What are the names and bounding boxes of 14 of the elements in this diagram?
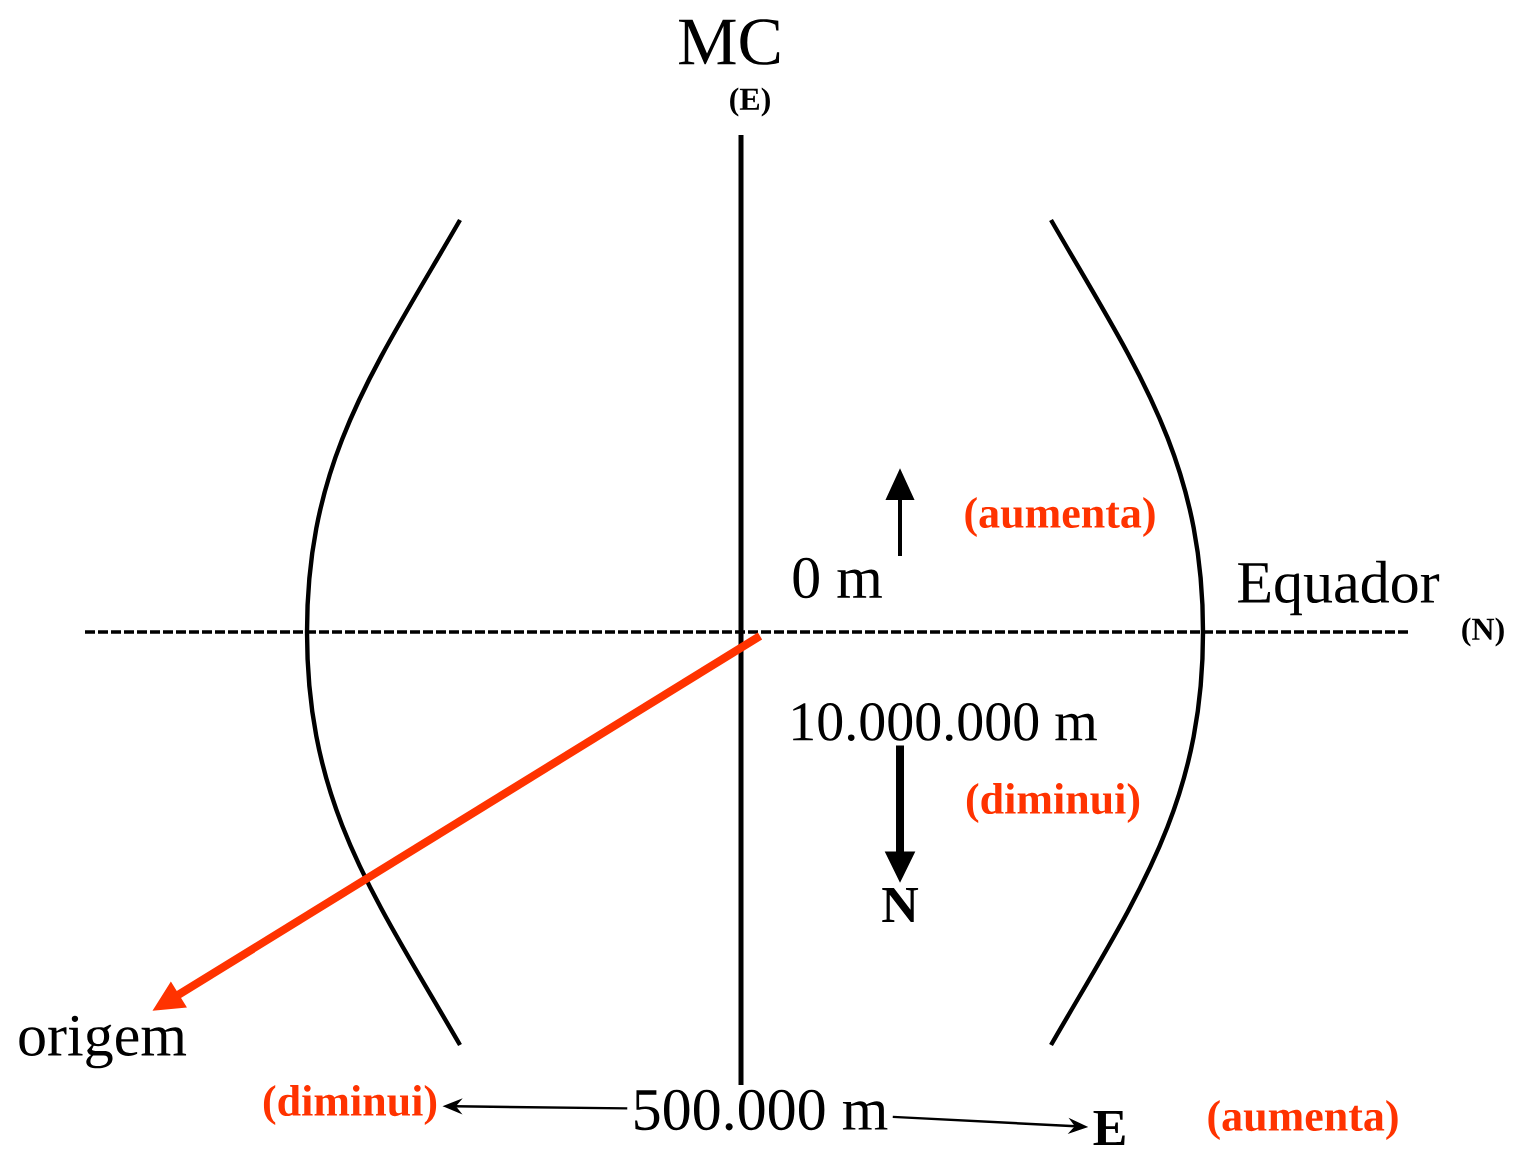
text-label: (aumenta) (1208, 1100, 1398, 1140)
text-label: 500.000 m (635, 1089, 888, 1131)
text-label: E (1093, 1111, 1125, 1146)
text-label: Equador (1238, 560, 1440, 616)
text-label: (diminui) (966, 783, 1140, 823)
text-label: MC (679, 19, 780, 65)
text-label: (aumenta) (965, 497, 1155, 537)
text-label: (E) (730, 87, 770, 117)
text-label: (diminui) (263, 1085, 437, 1125)
text-label: origem (19, 1015, 187, 1069)
text-label: (N) (1462, 617, 1504, 647)
text-label: N (882, 887, 919, 923)
text-label: 0 m (793, 557, 882, 599)
text-label: 10.000.000 m (793, 703, 1097, 741)
